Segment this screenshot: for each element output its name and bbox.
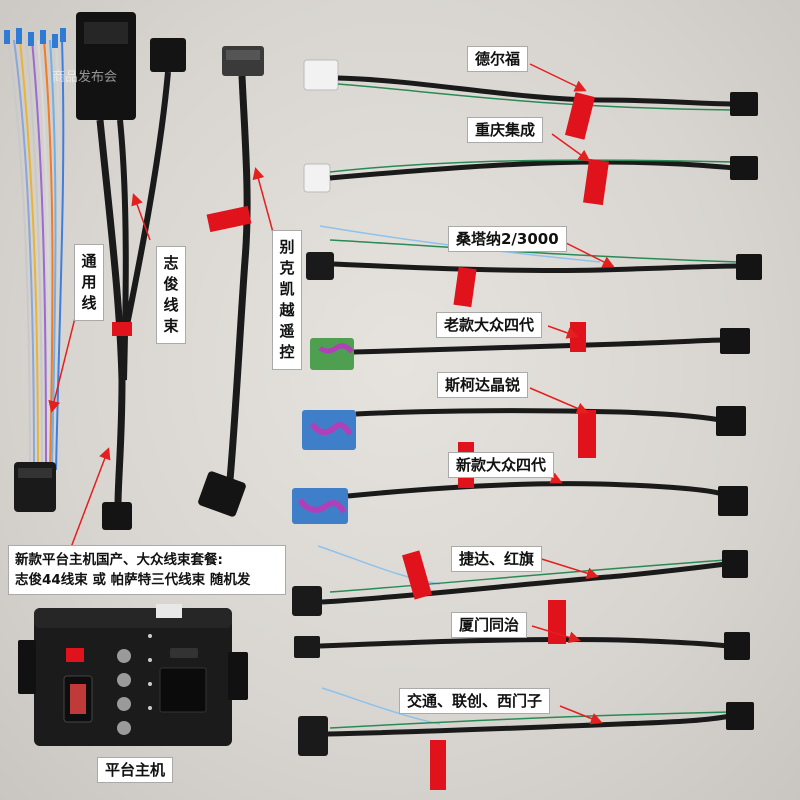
label-santana: 桑塔纳2/3000 [448,226,567,252]
label-new-vw: 新款大众四代 [448,452,555,478]
package-note-line1: 新款平台主机国产、大众线束套餐: [15,552,223,568]
jetta-harness [292,545,748,616]
watermark-text: 商品发布会 [52,70,118,85]
universal-wire-bundle [4,28,66,512]
platform-host-unit [18,604,248,746]
buick-end-connector [198,471,246,517]
label-host: 平台主机 [97,757,174,783]
label-zhijun: 志俊线束 [156,246,186,344]
zhijun-harness [76,12,186,530]
label-xiamen: 厦门同治 [451,612,528,638]
chongqing-harness [303,156,758,206]
label-chongqing: 重庆集成 [467,117,544,143]
label-universal: 通用线 [74,244,104,321]
package-note-line2: 志俊44线束 或 帕萨特三代线束 随机发 [15,572,251,588]
delphi-harness [303,59,758,140]
zhijun-tag [112,322,132,336]
buick-tag [206,205,252,233]
label-delphi: 德尔福 [467,46,529,72]
wire-tips [4,28,66,48]
label-buick: 别克凯越遥控 [272,230,302,370]
label-skoda: 斯柯达晶锐 [437,372,529,398]
label-jiaotong: 交通、联创、西门子 [399,688,551,714]
label-old-vw: 老款大众四代 [436,312,543,338]
buick-harness [198,46,264,517]
package-note: 新款平台主机国产、大众线束套餐: 志俊44线束 或 帕萨特三代线束 随机发 [8,545,286,595]
label-jetta: 捷达、红旗 [451,546,543,572]
zhijun-small-connector [150,38,186,72]
jiaotong-harness [298,687,754,790]
zhijun-end-connector [102,502,132,530]
skoda-harness [302,406,746,458]
santana-harness [306,225,762,308]
